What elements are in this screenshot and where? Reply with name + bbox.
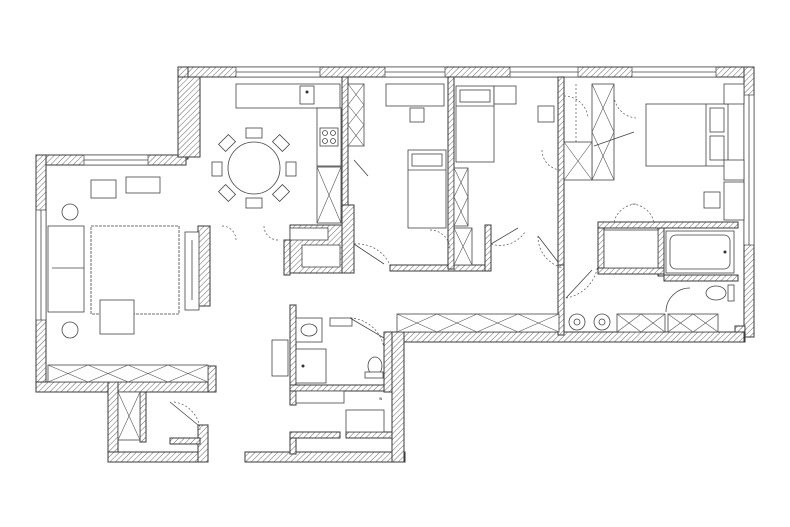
sofa [47,225,85,313]
pillow [709,107,725,133]
nightstand [723,83,745,105]
round-table [227,141,281,195]
doors [169,95,655,431]
built-in-storage [47,83,719,441]
master-bedroom [593,83,745,221]
nightstand [493,85,517,105]
chair [703,191,721,209]
chair [409,107,425,123]
bedroom-2 [455,84,577,163]
appliance-label: w [379,396,383,401]
coffee-table [99,299,135,335]
bathroom-2: w [271,317,384,401]
shower [603,229,659,269]
bathroom-1 [603,229,735,313]
desk [385,83,445,107]
armchair [125,176,161,194]
living-room-furniture [47,176,200,339]
washing-machine [271,339,289,377]
toilet [705,285,727,301]
armchair [90,179,117,199]
nightstand [723,159,745,181]
washbasin [295,317,323,343]
hob [319,127,339,147]
desk [723,181,745,221]
chairs [211,127,297,209]
rug [90,225,180,315]
kitchen [235,83,342,268]
bedroom-1 [353,83,447,229]
pillow [459,89,491,103]
side-table [61,321,79,339]
windows [35,66,755,321]
pillow [411,153,443,167]
shower [295,348,327,384]
dining-area [211,127,297,209]
counter [235,83,341,109]
sink [299,85,315,105]
shelf [329,317,353,327]
pillow [709,135,725,161]
chair [537,105,555,123]
side-table [61,203,79,221]
corridor-washbasins [568,313,611,331]
interior-walls [139,76,739,455]
